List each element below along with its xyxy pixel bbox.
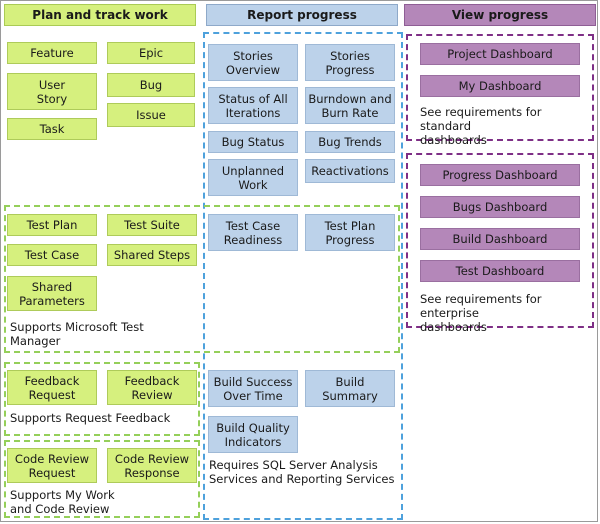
test-plan-progress-report: Test Plan Progress [305, 214, 395, 251]
issue-item: Issue [107, 103, 195, 127]
test-plan-item: Test Plan [7, 214, 97, 236]
enterprise-note: See requirements for enterprise dashboar… [420, 292, 542, 334]
feedback-group [4, 362, 200, 436]
test-case-readiness-report: Test Case Readiness [208, 214, 298, 251]
view-header: View progress [404, 4, 596, 26]
feedback-request-item: Feedback Request [7, 370, 97, 405]
my-dashboard: My Dashboard [420, 75, 580, 97]
status-all-iterations-report: Status of All Iterations [208, 87, 298, 124]
project-dashboard: Project Dashboard [420, 43, 580, 65]
task-item: Task [7, 118, 97, 140]
enterprise-dashboards-group [406, 153, 594, 328]
standard-dashboards-group [406, 34, 594, 141]
code-review-request-item: Code Review Request [7, 448, 97, 483]
report-header: Report progress [206, 4, 398, 26]
test-dashboard: Test Dashboard [420, 260, 580, 282]
build-quality-report: Build Quality Indicators [208, 416, 298, 453]
bug-status-report: Bug Status [208, 131, 298, 153]
feature-item: Feature [7, 42, 97, 64]
build-summary-report: Build Summary [305, 370, 395, 407]
code-review-group [4, 440, 200, 518]
test-group [4, 205, 400, 353]
bug-trends-report: Bug Trends [305, 131, 395, 153]
stories-overview-report: Stories Overview [208, 44, 298, 81]
shared-steps-item: Shared Steps [107, 244, 197, 266]
burndown-burn-rate-report: Burndown and Burn Rate [305, 87, 395, 124]
bugs-dashboard: Bugs Dashboard [420, 196, 580, 218]
report-group [203, 32, 403, 520]
build-dashboard: Build Dashboard [420, 228, 580, 250]
test-note: Supports Microsoft Test Manager [10, 320, 144, 348]
standard-note: See requirements for standard dashboards [420, 105, 542, 147]
feedback-review-item: Feedback Review [107, 370, 197, 405]
shared-parameters-item: Shared Parameters [7, 276, 97, 311]
unplanned-work-report: Unplanned Work [208, 159, 298, 196]
feedback-note: Supports Request Feedback [10, 411, 171, 425]
user-story-item: User Story [7, 73, 97, 110]
test-suite-item: Test Suite [107, 214, 197, 236]
build-success-report: Build Success Over Time [208, 370, 298, 407]
epic-item: Epic [107, 42, 195, 64]
reactivations-report: Reactivations [305, 159, 395, 183]
code-review-note: Supports My Work and Code Review [10, 488, 115, 516]
bug-item: Bug [107, 73, 195, 97]
code-review-response-item: Code Review Response [107, 448, 197, 483]
build-note: Requires SQL Server Analysis Services an… [209, 458, 395, 486]
progress-dashboard: Progress Dashboard [420, 164, 580, 186]
plan-header: Plan and track work [4, 4, 196, 26]
test-case-item: Test Case [7, 244, 97, 266]
stories-progress-report: Stories Progress [305, 44, 395, 81]
